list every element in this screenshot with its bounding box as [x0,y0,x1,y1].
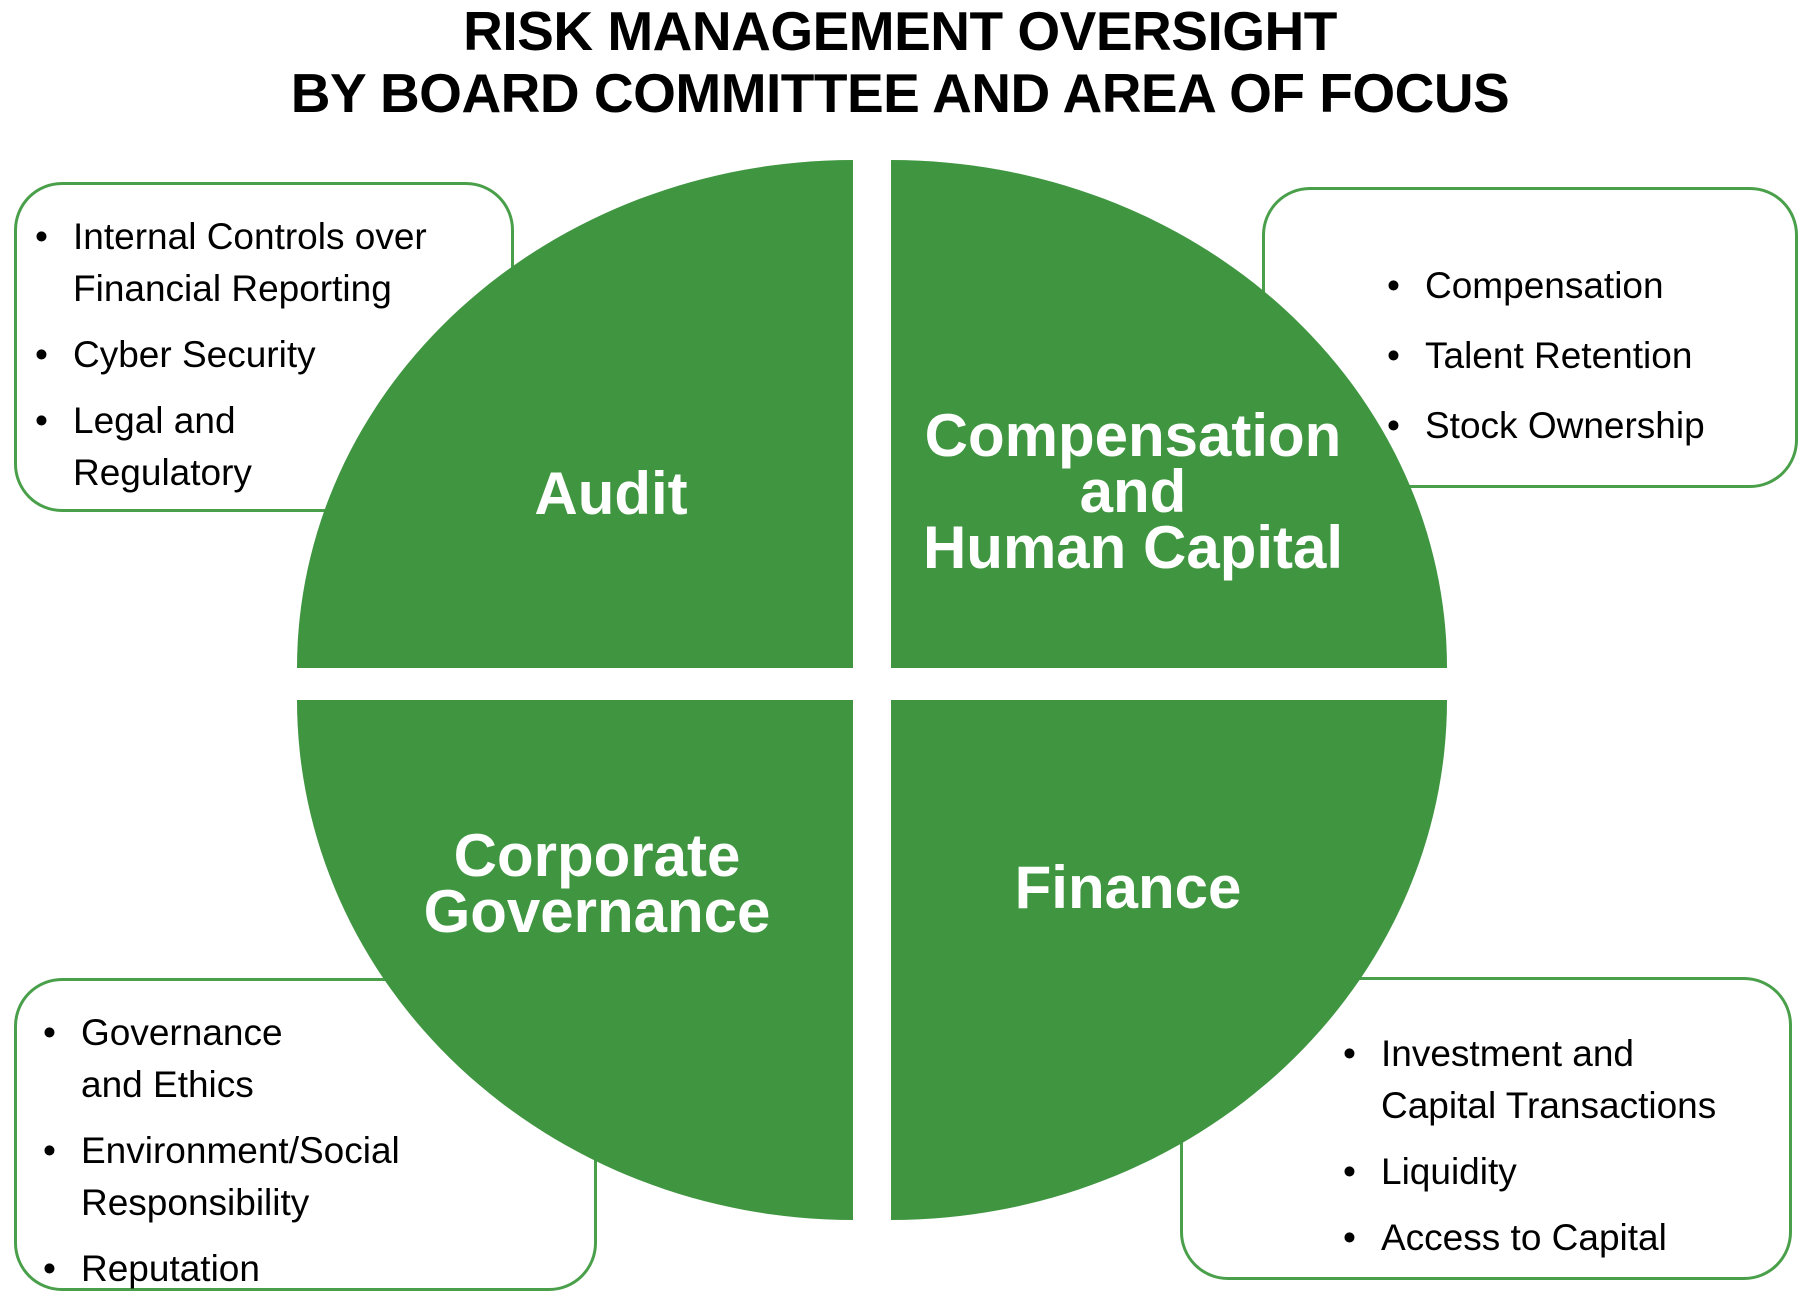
callout-box-governance: • Governance and Ethics • Environment/So… [14,978,597,1291]
bullet-icon: • [1387,405,1400,446]
callout-finance-item-2: Liquidity [1381,1151,1517,1192]
page-title-line1: RISK MANAGEMENT OVERSIGHT [463,0,1337,62]
callout-finance-item-1: Investment and Capital Transactions [1381,1033,1717,1126]
list-item: • Investment and Capital Transactions [1343,1028,1781,1132]
callout-compensation-item-3: Stock Ownership [1425,405,1705,446]
list-item: • Liquidity [1343,1146,1781,1198]
callout-audit-item-1: Internal Controls over Financial Reporti… [73,216,427,309]
bullet-icon: • [35,400,48,441]
page-title-line2: BY BOARD COMMITTEE AND AREA OF FOCUS [290,62,1510,124]
callout-compensation-item-2: Talent Retention [1425,335,1693,376]
list-item: • Talent Retention [1387,330,1787,382]
callout-audit-item-3: Legal and Regulatory [73,400,252,493]
callout-governance-item-1: Governance and Ethics [81,1012,283,1105]
callout-finance-item-3: Access to Capital [1381,1217,1667,1258]
quadrant-label-audit: Audit [534,460,688,527]
callout-audit-item-2: Cyber Security [73,334,316,375]
bullet-icon: • [1343,1151,1356,1192]
callout-compensation-item-1: Compensation [1425,265,1664,306]
bullet-icon: • [43,1248,56,1289]
bullet-icon: • [35,216,48,257]
quadrant-label-governance: Corporate Governance [423,822,771,945]
list-item: • Reputation [43,1243,586,1295]
bullet-icon: • [35,334,48,375]
list-item: • Legal and Regulatory [35,395,503,499]
bullet-icon: • [43,1012,56,1053]
callout-governance-item-2: Environment/Social Responsibility [81,1130,400,1223]
list-item: • Compensation [1387,260,1787,312]
callout-governance-item-3: Reputation [81,1248,260,1289]
bullet-icon: • [1387,335,1400,376]
list-item: • Access to Capital [1343,1212,1781,1264]
bullet-icon: • [1387,265,1400,306]
list-item: • Governance and Ethics [43,1007,586,1111]
bullet-icon: • [43,1130,56,1171]
list-item: • Internal Controls over Financial Repor… [35,211,503,315]
list-item: • Cyber Security [35,329,503,381]
quadrant-label-finance: Finance [1014,854,1242,921]
list-item: • Stock Ownership [1387,400,1787,452]
bullet-icon: • [1343,1217,1356,1258]
list-item: • Environment/Social Responsibility [43,1125,586,1229]
page-title: RISK MANAGEMENT OVERSIGHT BY BOARD COMMI… [0,0,1800,124]
quadrant-label-compensation: Compensation and Human Capital [922,402,1344,581]
bullet-icon: • [1343,1033,1356,1074]
callout-box-finance: • Investment and Capital Transactions • … [1180,977,1792,1280]
